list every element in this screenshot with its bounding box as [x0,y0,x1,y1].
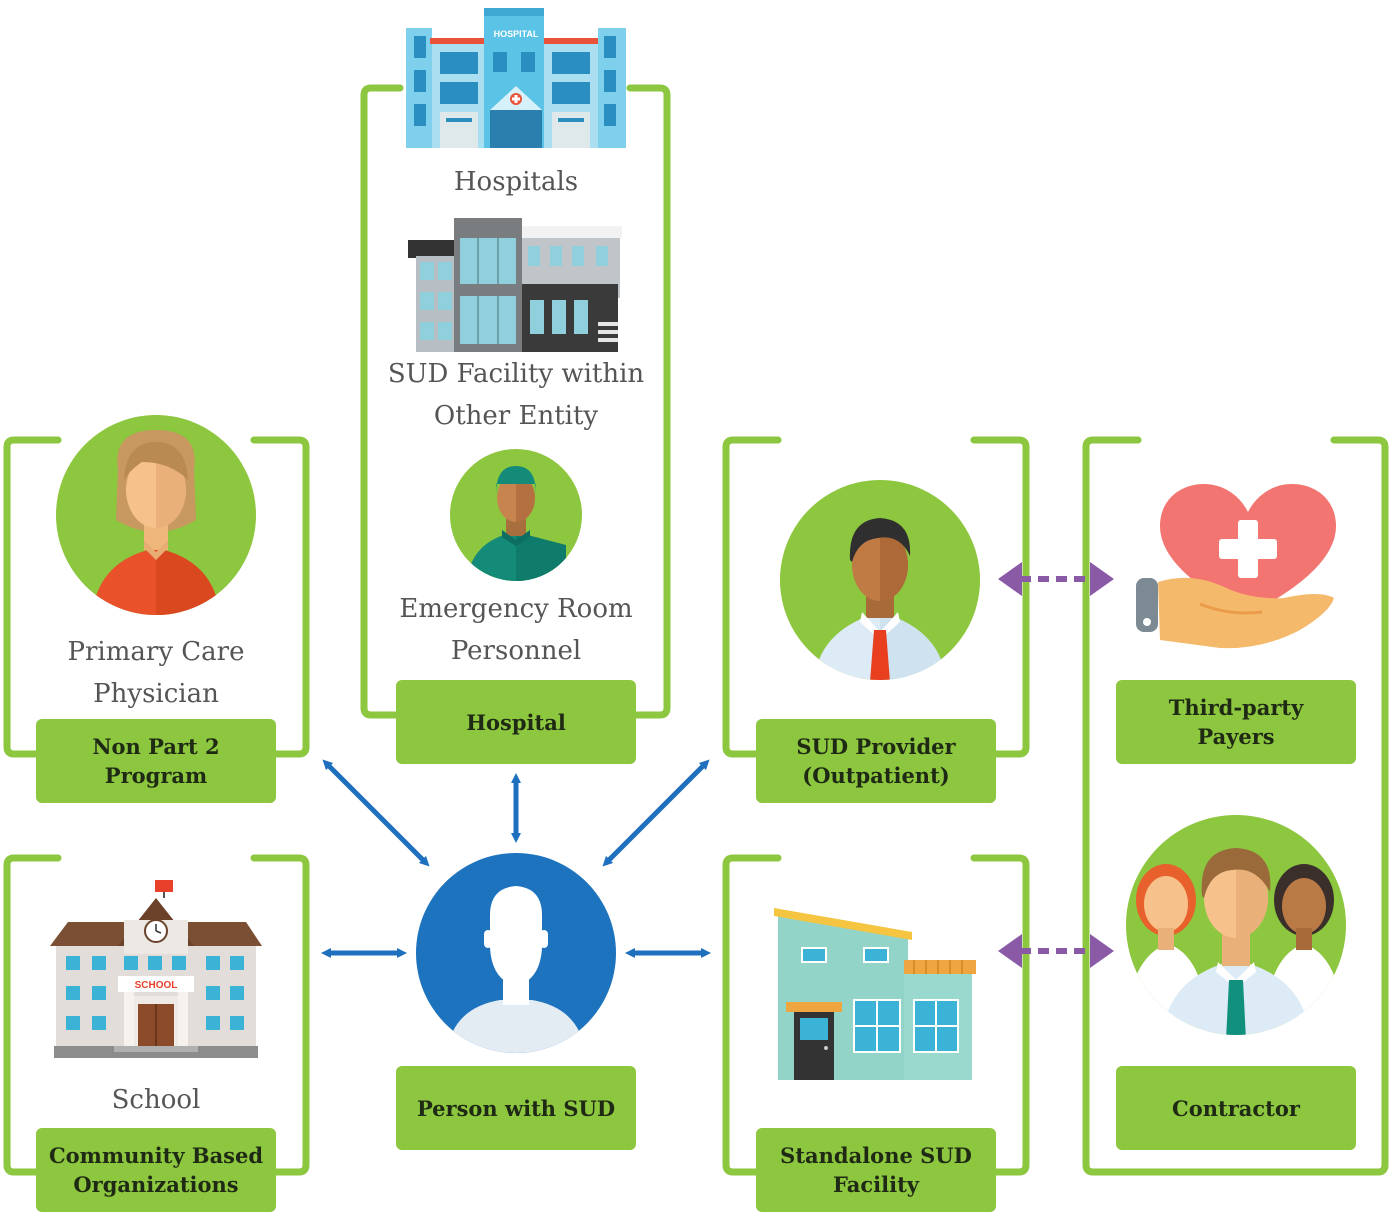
standalone-clinic-building-icon [774,908,976,1080]
caption-emergency-room-personnel: Emergency Room Personnel [399,594,633,666]
hospital-building-icon: HOSPITAL [406,8,626,148]
arrow-nonpart2-person [322,759,430,867]
caption-hospitals: Hospitals [453,167,579,197]
school-sign: SCHOOL [135,980,178,991]
group-of-people-icon [1126,815,1346,1035]
label-person-with-sud: Person with SUD [396,1066,636,1150]
bracket-sud-provider [722,436,1030,758]
label-third-party-payers: Third-party Payers [1116,680,1356,764]
dashed-arrow-provider-payers [998,562,1114,596]
office-building-icon [408,218,622,352]
label-non-part-2-program: Non Part 2 Program [36,719,276,803]
bracket-non-part2 [3,436,310,758]
arrow-sudprovider-person [602,759,710,867]
label-contractor: Contractor [1116,1066,1356,1150]
school-building-icon: SCHOOL [50,880,262,1058]
bracket-standalone [722,854,1030,1176]
label-standalone-sud-facility: Standalone SUD Facility [756,1128,996,1212]
surgeon-avatar-icon [450,449,582,581]
dashed-arrow-standalone-contractor [998,934,1114,968]
heart-in-hand-icon [1136,484,1336,649]
label-hospital: Hospital [396,680,636,764]
label-sud-provider-outpatient: SUD Provider (Outpatient) [756,719,996,803]
label-community-based-organizations: Community Based Organizations [36,1128,276,1212]
person-silhouette-icon [416,853,616,1053]
bracket-community [3,854,310,1176]
caption-primary-care-physician: Primary Care Physician [67,637,245,709]
bracket-right-group [1082,436,1389,1176]
caption-sud-facility-other-entity: SUD Facility within Other Entity [387,359,645,431]
caption-school: School [111,1085,201,1115]
bracket-hospital [360,84,671,719]
svg-text:HOSPITAL: HOSPITAL [494,29,539,39]
male-provider-avatar-icon [780,480,980,680]
female-doctor-avatar-icon [56,415,256,615]
